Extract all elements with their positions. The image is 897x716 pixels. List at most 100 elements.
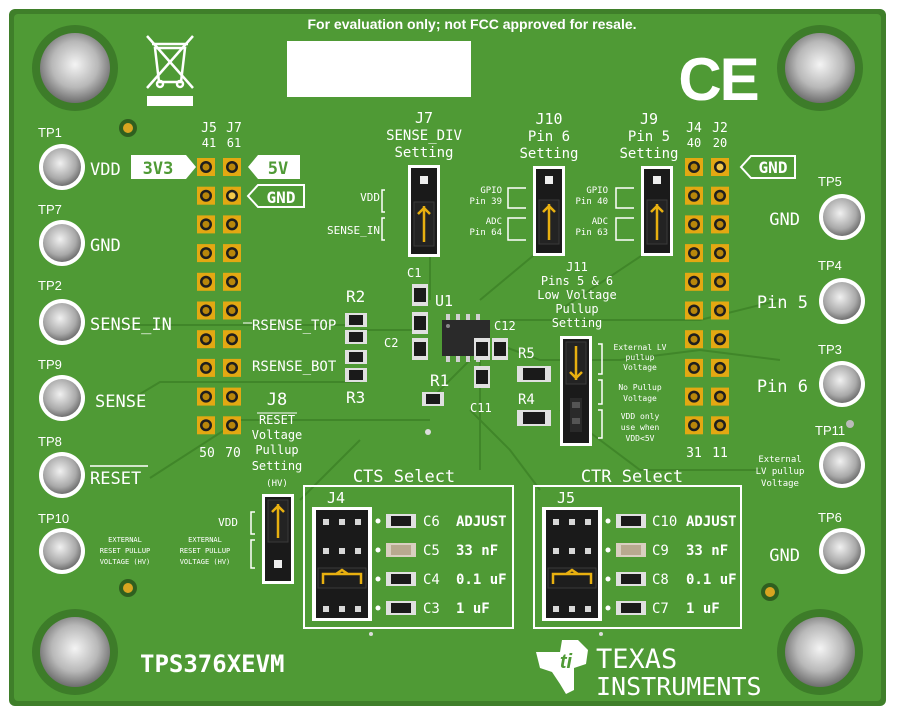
testpoint-tp8[interactable]: TP8 RESET [38,434,148,498]
testpoint-tp1[interactable]: TP1 VDD 3V3 [38,125,196,190]
svg-text:Setting: Setting [552,316,603,330]
header-pin[interactable] [223,358,241,377]
select-pin[interactable] [323,548,329,554]
header-pin[interactable] [197,244,215,263]
header-pin[interactable] [197,387,215,406]
select-pin[interactable] [339,548,345,554]
svg-text:Setting: Setting [394,145,453,161]
header-pin[interactable] [711,186,729,205]
header-pin[interactable] [197,301,215,320]
testpoint-tp5[interactable]: TP5 GND [769,174,865,240]
header-pin[interactable] [197,416,215,435]
header-pin[interactable] [685,244,703,263]
header-pin[interactable] [223,272,241,291]
header-pin[interactable] [711,416,729,435]
select-pin[interactable] [323,519,329,525]
testpoint-tp10[interactable]: TP10 EXTERNAL RESET PULLUP VOLTAGE (HV) [38,511,150,574]
header-pin[interactable] [197,186,215,205]
header-pin[interactable] [197,330,215,349]
header-pin[interactable] [685,272,703,291]
select-pin[interactable] [339,519,345,525]
header-pin[interactable] [685,301,703,320]
svg-text:RESET: RESET [259,413,295,427]
select-pin[interactable] [355,519,361,525]
header-pin[interactable] [223,244,241,263]
testpoint-tp11[interactable]: TP11 External LV pullup Voltage [756,423,865,489]
select-pin[interactable] [569,606,575,612]
testpoint-tp3[interactable]: TP3 Pin 6 [757,342,865,407]
select-pin[interactable] [553,548,559,554]
select-pin[interactable] [339,606,345,612]
svg-text:61: 61 [227,136,241,150]
header-pin[interactable] [711,330,729,349]
select-pin[interactable] [569,548,575,554]
header-pin[interactable] [223,387,241,406]
svg-text:No Pullup: No Pullup [618,383,662,392]
cap-value: 33 nF [686,543,728,559]
header-pin[interactable] [685,330,703,349]
svg-text:J10: J10 [535,110,562,128]
header-pin[interactable] [685,186,703,205]
header-pin[interactable] [197,215,215,234]
select-pin[interactable] [585,519,591,525]
header-pin[interactable] [223,215,241,234]
resistors-r4-r5: R5 R4 [517,346,551,426]
header-pin[interactable] [197,272,215,291]
svg-text:TP1: TP1 [38,125,62,140]
header-pin[interactable] [685,158,703,176]
testpoint-tp6[interactable]: TP6 GND [769,510,865,574]
select-pin[interactable] [553,606,559,612]
jumper-j8[interactable]: J8 RESET Voltage Pullup Setting (HV) VDD… [180,390,303,584]
jumper-j11[interactable]: J11 Pins 5 & 6 Low Voltage Pullup Settin… [537,260,667,446]
select-pin[interactable] [553,519,559,525]
testpoint-tp7[interactable]: TP7 GND [38,202,121,266]
header-pin[interactable] [223,158,241,176]
jumper-j9[interactable]: J9 Pin 5 Setting GPIO Pin 40 ADC Pin 63 [575,110,679,256]
header-pin[interactable] [711,215,729,234]
header-pin[interactable] [197,358,215,377]
svg-text:Pin 63: Pin 63 [575,228,608,238]
select-pin[interactable] [569,519,575,525]
svg-text:TP3: TP3 [818,342,842,357]
testpoint-tp2[interactable]: TP2 SENSE_IN [38,278,172,345]
header-pin[interactable] [223,330,241,349]
svg-text:CTS Select: CTS Select [353,467,455,487]
header-pin[interactable] [223,416,241,435]
svg-text:TP10: TP10 [38,511,69,526]
header-pin[interactable] [711,387,729,406]
jumper-j7[interactable]: J7 SENSE_DIV Setting VDD SENSE_IN [327,109,463,257]
header-pin[interactable] [685,215,703,234]
testpoint-tp9[interactable]: TP9 SENSE [38,357,146,421]
header-pin[interactable] [197,158,215,176]
jumper-j10[interactable]: J10 Pin 6 Setting GPIO Pin 39 ADC Pin 64 [469,110,579,256]
select-pin[interactable] [323,606,329,612]
header-pin[interactable] [711,301,729,320]
cap-ref: C5 [423,543,440,559]
header-pin[interactable] [711,358,729,377]
svg-text:TP8: TP8 [38,434,62,449]
brand-texas: TEXAS [596,644,677,675]
header-pin[interactable] [685,358,703,377]
header-pin[interactable] [711,158,729,176]
svg-text:U1: U1 [435,292,453,310]
header-pin[interactable] [223,301,241,320]
header-pin[interactable] [711,272,729,291]
svg-text:C11: C11 [470,401,492,415]
svg-text:GND: GND [769,546,800,566]
svg-text:(HV): (HV) [266,479,288,489]
testpoint-tp4[interactable]: TP4 Pin 5 [757,258,865,324]
select-pin[interactable] [355,606,361,612]
svg-text:R2: R2 [346,287,365,306]
header-pin[interactable] [223,186,241,205]
header-pin[interactable] [685,387,703,406]
cap-ref: C7 [652,601,669,617]
svg-text:TP11: TP11 [815,423,845,438]
select-pin[interactable] [585,606,591,612]
select-pin[interactable] [355,548,361,554]
header-pin[interactable] [685,416,703,435]
svg-text:Pin 5: Pin 5 [628,129,670,145]
svg-text:GND: GND [90,236,121,256]
header-pin[interactable] [711,244,729,263]
header-j4-j2: J4 J2 40 20 31 11 [685,121,729,461]
select-pin[interactable] [585,548,591,554]
